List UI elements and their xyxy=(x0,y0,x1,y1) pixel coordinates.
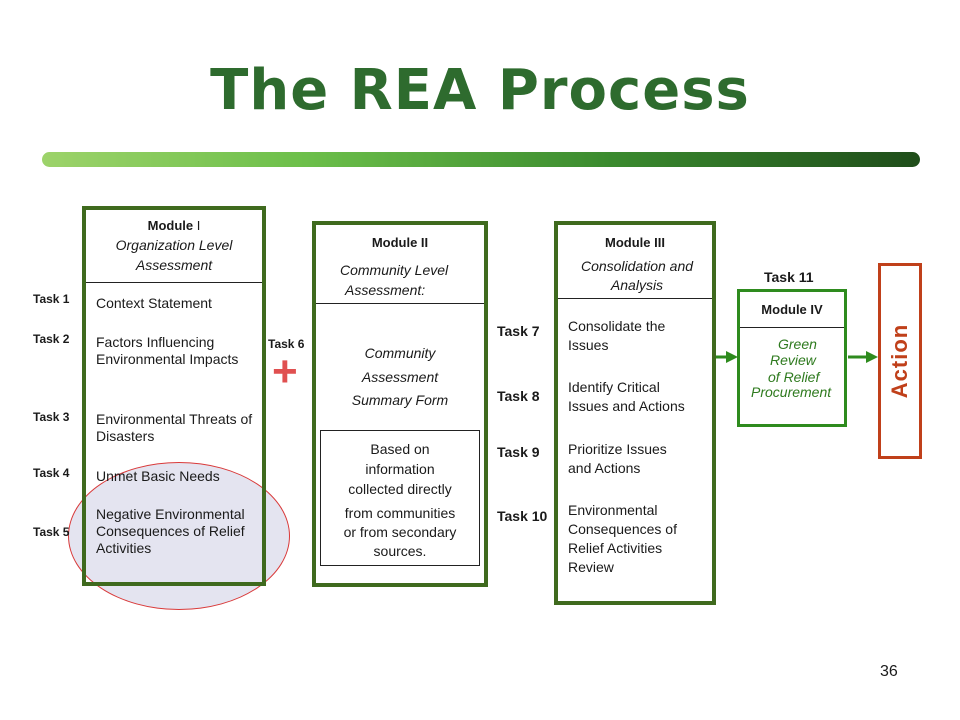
module-1-heading-bold: Module xyxy=(147,218,194,233)
module-4-line-2: Review xyxy=(770,352,816,368)
module-4-line-1: Green xyxy=(778,336,817,352)
arrow-module4-to-action xyxy=(848,351,878,363)
task-3-label: Task 3 xyxy=(33,410,70,424)
module-2-heading: Module II xyxy=(371,235,429,250)
module-3-item-4-line-3: Relief Activities xyxy=(568,540,663,556)
module-2-divider xyxy=(316,303,484,304)
module-2-note-line-1: Based on xyxy=(370,441,430,457)
module-3-item-4-line-4: Review xyxy=(568,559,614,575)
task-9-label: Task 9 xyxy=(497,444,540,460)
task-1-label: Task 1 xyxy=(33,292,70,306)
module-2-note-line-3: collected directly xyxy=(348,481,452,497)
module-1-box xyxy=(82,206,266,586)
module-3-item-1-line-2: Issues xyxy=(568,337,609,353)
module-3-item-4-line-2: Consequences of xyxy=(568,521,677,537)
module-3-box xyxy=(554,221,716,605)
module-3-item-1-line-1: Consolidate the xyxy=(568,318,666,334)
module-1-item-2: Factors Influencing Environmental Impact… xyxy=(96,334,239,367)
module-3-item-2-line-2: Issues and Actions xyxy=(568,398,685,414)
module-4-line-3: of Relief xyxy=(768,369,820,385)
module-2-subtitle-2: Assessment: xyxy=(345,282,426,298)
module-3-subtitle-1: Consolidation and xyxy=(580,258,694,274)
module-1-item-3: Environmental Threats of Disasters xyxy=(96,411,253,444)
module-4-heading: Module IV xyxy=(761,302,823,317)
module-2-note-line-2: information xyxy=(365,461,435,477)
module-3-item-2-line-1: Identify Critical xyxy=(568,379,660,395)
module-1-item-5: Negative Environmental Consequences of R… xyxy=(96,506,245,556)
module-1-subtitle-2: Assessment xyxy=(135,257,213,273)
module-2-note-box xyxy=(320,430,480,566)
module-2-form-line-3: Summary Form xyxy=(351,392,449,408)
module-2-form-line-2: Assessment xyxy=(361,369,439,385)
module-2-note-line-6: sources. xyxy=(373,543,427,559)
title-gradient-bar xyxy=(42,152,920,167)
module-2-subtitle-1: Community Level xyxy=(340,262,449,278)
action-label-wrap: Action xyxy=(878,263,922,459)
module-1-heading: Module I xyxy=(86,218,262,233)
module-1-subtitle-1: Organization Level xyxy=(115,237,233,253)
task-7-label: Task 7 xyxy=(497,323,540,339)
page-title: The REA Process xyxy=(210,58,750,123)
module-4-divider xyxy=(740,327,844,328)
module-3-item-3-line-2: and Actions xyxy=(568,460,641,476)
module-1-divider xyxy=(86,282,262,283)
module-2-note-line-4: from communities xyxy=(344,505,456,521)
module-2-note-line-5: or from secondary xyxy=(343,524,457,540)
task-8-label: Task 8 xyxy=(497,388,540,404)
action-box xyxy=(878,263,922,459)
task-10-label: Task 10 xyxy=(497,508,548,524)
task-6-label: Task 6 xyxy=(268,337,305,351)
task-2-label: Task 2 xyxy=(33,332,70,346)
module-3-item-4-line-1: Environmental xyxy=(568,502,658,518)
plus-sign: + xyxy=(272,347,298,396)
task-5-label: Task 5 xyxy=(33,525,70,539)
module-1-item-1: Context Statement xyxy=(96,295,212,311)
module-3-subtitle-2: Analysis xyxy=(610,277,664,293)
task-11-label: Task 11 xyxy=(764,269,814,285)
module-1-heading-number: I xyxy=(193,218,201,233)
module-3-item-3-line-1: Prioritize Issues xyxy=(568,441,667,457)
task-4-label: Task 4 xyxy=(33,466,70,480)
module-2-form-line-1: Community xyxy=(364,345,436,361)
module-3-divider xyxy=(558,298,712,299)
module-4-box xyxy=(737,289,847,427)
module-1-item-4: Unmet Basic Needs xyxy=(96,468,220,484)
action-label: Action xyxy=(887,323,913,399)
page-number: 36 xyxy=(880,663,898,680)
arrow-module3-to-module4 xyxy=(716,351,738,363)
module-4-line-4: Procurement xyxy=(751,384,832,400)
module-3-heading: Module III xyxy=(605,235,665,250)
